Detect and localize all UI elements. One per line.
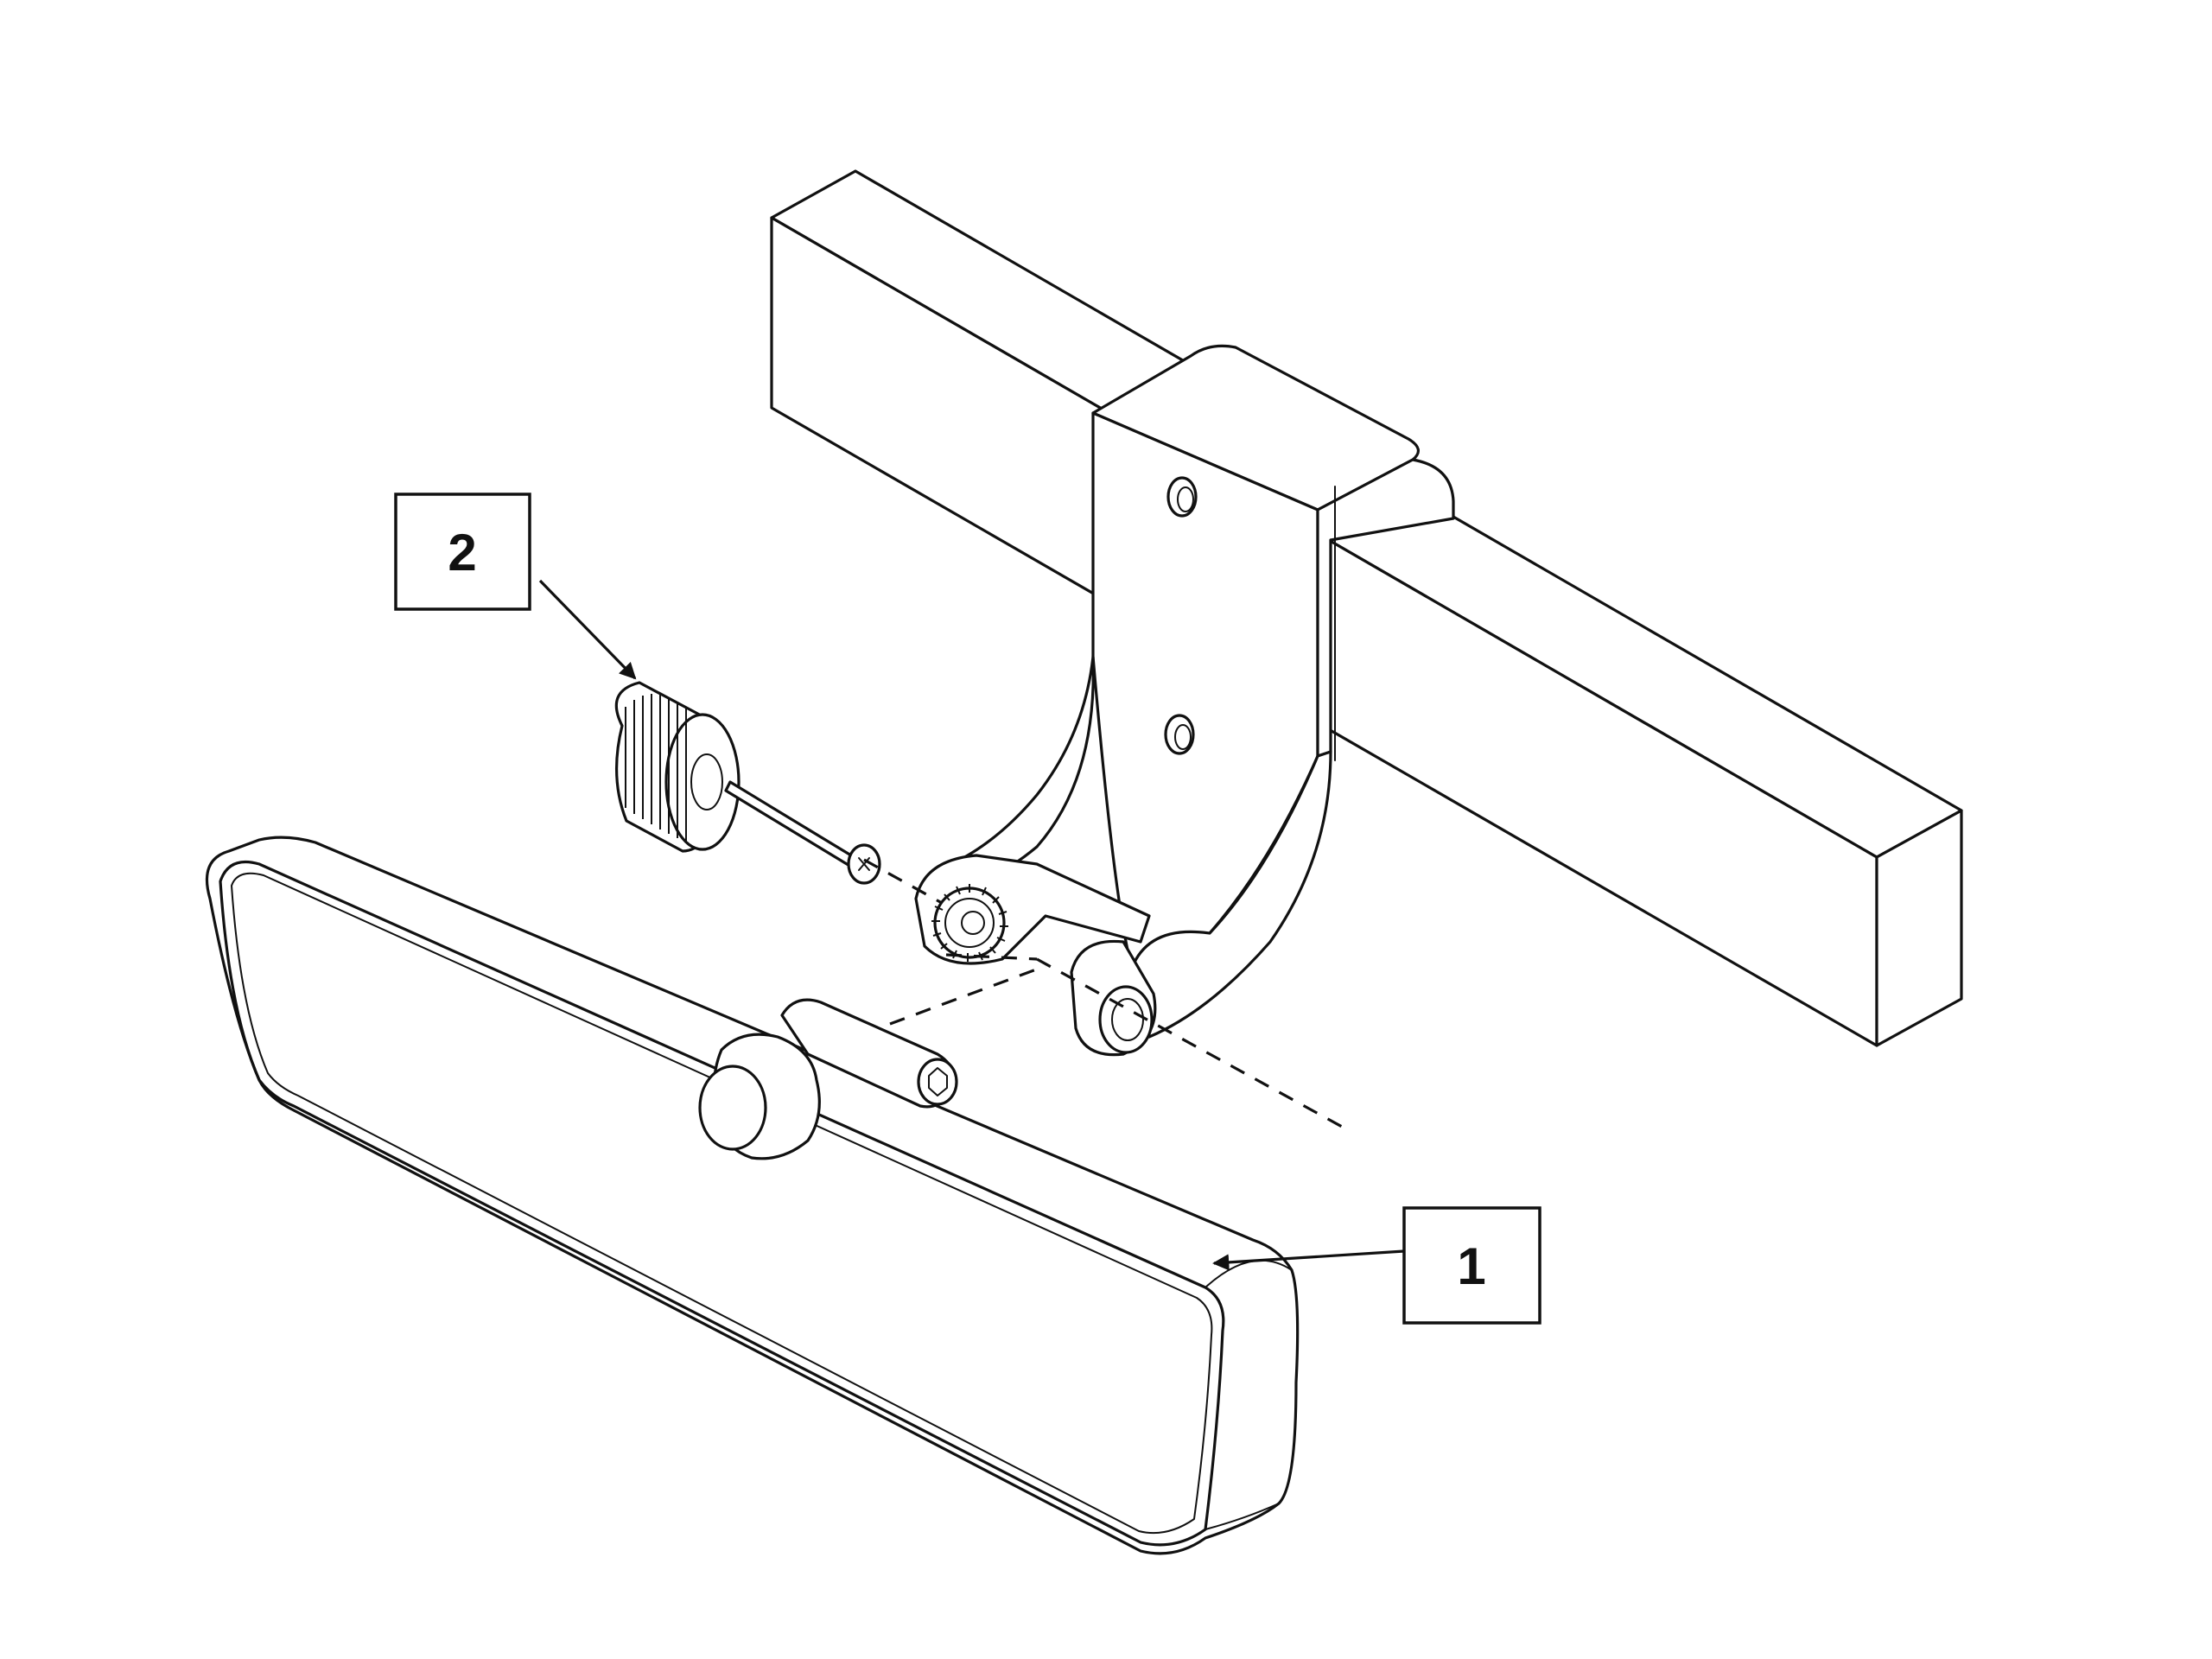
callout-1-box xyxy=(1402,1206,1541,1325)
rear-view-mirror xyxy=(205,836,1300,1555)
assembly-lines xyxy=(863,858,1344,1129)
callout-1-leader xyxy=(1212,1249,1405,1271)
callout-2: 2 xyxy=(394,493,637,680)
thumb-screw xyxy=(614,681,881,885)
callout-2-box xyxy=(394,493,531,611)
callout-2-leader xyxy=(538,579,637,680)
clamp-bracket xyxy=(914,344,1455,1057)
callout-2-label: 2 xyxy=(448,524,476,582)
callout-1-label: 1 xyxy=(1457,1237,1485,1295)
knurl-lines xyxy=(625,694,687,842)
callout-1: 1 xyxy=(1212,1206,1541,1325)
